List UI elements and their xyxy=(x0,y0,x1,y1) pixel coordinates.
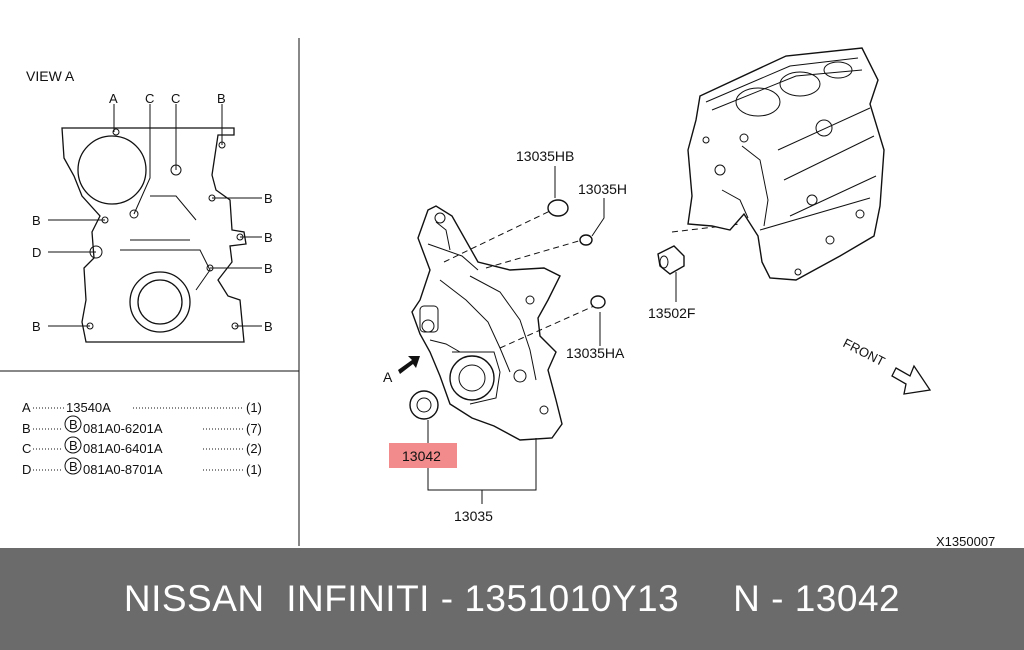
legend-row: A 13540A (1) xyxy=(22,400,262,415)
callout-b-r3: B xyxy=(264,261,273,276)
svg-text:(1): (1) xyxy=(246,400,262,415)
legend-row: D B 081A0-8701A (1) xyxy=(22,457,262,477)
callout-b-r1: B xyxy=(264,191,273,206)
svg-text:081A0-8701A: 081A0-8701A xyxy=(83,462,163,477)
callout-a: A xyxy=(109,91,118,106)
crank-seal-bore-outer xyxy=(449,355,495,401)
legend-row: B B 081A0-6201A (7) xyxy=(22,415,262,436)
view-a-crank-seal-inner xyxy=(137,279,183,325)
view-a-arrow-icon xyxy=(398,356,420,374)
highlight-13042 xyxy=(389,443,457,468)
view-a-crank-seal-outer xyxy=(129,271,191,333)
svg-text:C: C xyxy=(22,441,31,456)
callout-b-r4: B xyxy=(264,319,273,334)
footer-text: NISSAN INFINITI - 1351010Y13 N - 13042 xyxy=(123,578,901,619)
callout-c-2: C xyxy=(171,91,180,106)
view-a-waterpump xyxy=(77,135,147,205)
engine-block xyxy=(687,47,885,281)
label-13502f: 13502F xyxy=(648,305,695,321)
view-a-title: VIEW A xyxy=(26,68,75,84)
view-a-arrow-label: A xyxy=(383,369,393,385)
legend-row: C B 081A0-6401A (2) xyxy=(22,436,262,456)
bolt-symbol-icon xyxy=(64,457,82,475)
timing-cover xyxy=(411,205,563,441)
label-13042: 13042 xyxy=(402,448,441,464)
svg-text:081A0-6401A: 081A0-6401A xyxy=(83,441,163,456)
label-13035: 13035 xyxy=(454,508,493,524)
oil-seal-13042 xyxy=(409,390,439,420)
front-arrow-icon xyxy=(891,364,932,395)
svg-text:(7): (7) xyxy=(246,421,262,436)
legend: A 13540A (1) B B 081A0-6201A (7) C B 081… xyxy=(22,400,262,477)
callout-b-top: B xyxy=(217,91,226,106)
svg-text:13540A: 13540A xyxy=(66,400,111,415)
bolt-symbol-icon xyxy=(64,436,82,454)
footer-banner: NISSAN INFINITI - 1351010Y13 N - 13042 xyxy=(0,548,1024,650)
svg-text:B: B xyxy=(69,459,78,474)
svg-text:(2): (2) xyxy=(246,441,262,456)
front-label: FRONT xyxy=(841,335,888,369)
crank-seal-bore-inner xyxy=(458,364,486,392)
svg-text:B: B xyxy=(22,421,31,436)
callout-b-r2: B xyxy=(264,230,273,245)
callout-d: D xyxy=(32,245,41,260)
view-a-cover-outline xyxy=(61,127,247,343)
callout-b-l2: B xyxy=(32,319,41,334)
view-a-inset: VIEW A A C C B B B B D B B B xyxy=(26,68,273,343)
svg-text:B: B xyxy=(69,417,78,432)
plug-13035hb xyxy=(547,199,569,217)
plug-13035h xyxy=(579,234,593,246)
part-13502f xyxy=(657,245,685,275)
svg-text:B: B xyxy=(69,438,78,453)
parts-diagram: VIEW A A C C B B B B D B B B A 1 xyxy=(0,38,995,548)
callout-c-1: C xyxy=(145,91,154,106)
svg-text:081A0-6201A: 081A0-6201A xyxy=(83,421,163,436)
label-13035h: 13035H xyxy=(578,181,627,197)
svg-text:A: A xyxy=(22,400,31,415)
label-13035ha: 13035HA xyxy=(566,345,625,361)
callout-b-l1: B xyxy=(32,213,41,228)
svg-text:(1): (1) xyxy=(246,462,262,477)
bolt-symbol-icon xyxy=(64,415,82,433)
svg-text:D: D xyxy=(22,462,31,477)
view-a-inner-rib xyxy=(120,195,211,291)
plug-13035ha xyxy=(590,295,606,309)
diagram-code: X1350007 xyxy=(936,534,995,548)
label-13035hb: 13035HB xyxy=(516,148,574,164)
